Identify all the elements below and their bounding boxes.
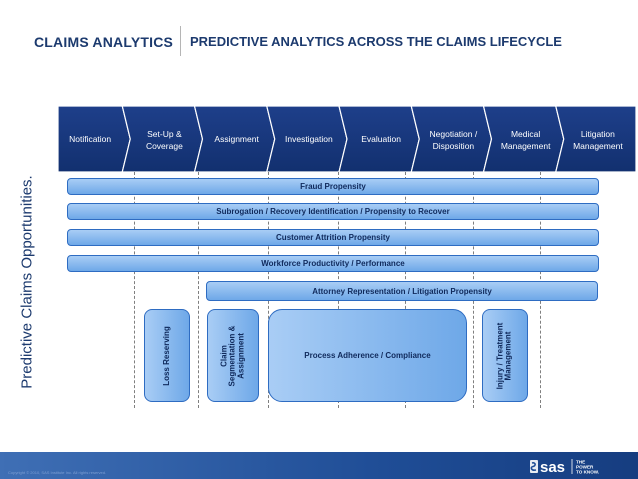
stage-chevron-band: Notification Set-Up & Coverage Assignment In… [58, 106, 636, 172]
claim-segmentation-label: Claim Segmentation & Assignment [219, 325, 246, 386]
stage-chevron [555, 106, 636, 172]
loss-reserving-box: Loss Reserving [144, 309, 190, 402]
stage-label: Disposition [433, 141, 475, 151]
stage-chevron [482, 106, 565, 172]
stage-label: Litigation [581, 129, 615, 139]
stage-chevron [266, 106, 348, 172]
stage-chevron [410, 106, 493, 172]
header-divider [180, 26, 181, 56]
attorney-representation-label: Attorney Representation / Litigation Pro… [312, 286, 492, 296]
sas-logo: sas THE POWER TO KNOW. [530, 459, 599, 476]
tagline-line-1: THE [576, 460, 585, 465]
sas-logo-text: sas [540, 459, 565, 476]
tagline-line-2: POWER [576, 465, 594, 470]
side-label: Predictive Claims Opportunities. [18, 175, 36, 389]
injury-treatment-label: Injury / Treatment Management [496, 322, 514, 389]
customer-attrition-label: Customer Attrition Propensity [276, 233, 390, 242]
fraud-propensity-bar: Fraud Propensity [67, 178, 599, 195]
process-adherence-label: Process Adherence / Compliance [304, 351, 431, 360]
stage-label: Management [501, 141, 551, 151]
stage-label: Medical [511, 129, 540, 139]
injury-treatment-box: Injury / Treatment Management [482, 309, 528, 402]
claim-segmentation-line-3: Assignment [236, 332, 246, 379]
stage-label: Investigation [285, 134, 333, 144]
subrogation-label: Subrogation / Recovery Identification / … [216, 207, 450, 216]
stage-chevron [193, 106, 276, 172]
stage-label: Negotiation / [430, 129, 478, 139]
injury-treatment-line-2: Management [504, 331, 513, 380]
stage-label: Assignment [214, 134, 259, 144]
customer-attrition-bar: Customer Attrition Propensity [67, 229, 599, 246]
stage-label: Evaluation [361, 134, 401, 144]
header-right-title: PREDICTIVE ANALYTICS ACROSS THE CLAIMS L… [190, 34, 562, 49]
column-divider [134, 172, 135, 408]
stage-label: Set-Up & [147, 129, 182, 139]
stage-label: Coverage [146, 141, 183, 151]
column-divider [198, 172, 199, 408]
tagline-line-3: TO KNOW. [576, 470, 599, 475]
workforce-productivity-bar: Workforce Productivity / Performance [67, 255, 599, 272]
process-adherence-box: Process Adherence / Compliance [268, 309, 467, 402]
attorney-representation-bar: Attorney Representation / Litigation Pro… [206, 281, 598, 301]
stage-chevron [338, 106, 420, 172]
loss-reserving-label: Loss Reserving [161, 325, 171, 386]
header-left-title: CLAIMS ANALYTICS [34, 34, 174, 50]
fraud-propensity-label: Fraud Propensity [300, 182, 366, 191]
stage-label: Management [573, 141, 623, 151]
stage-chevron [121, 106, 204, 172]
workforce-productivity-label: Workforce Productivity / Performance [261, 259, 405, 268]
stage-label: Notification [69, 134, 111, 144]
subrogation-bar: Subrogation / Recovery Identification / … [67, 203, 599, 220]
copyright-text: Copyright © 2010, SAS Institute Inc. All… [8, 470, 107, 475]
claim-segmentation-box: Claim Segmentation & Assignment [207, 309, 259, 402]
